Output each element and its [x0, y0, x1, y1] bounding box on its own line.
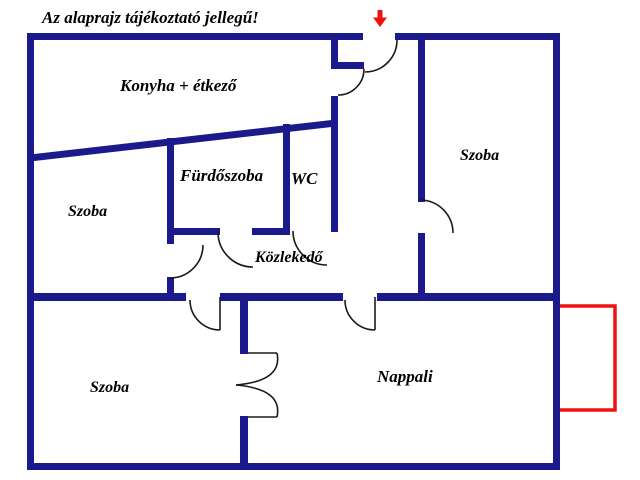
room-label-kozlekedo: Közlekedő — [255, 249, 323, 266]
room-label-wc: WC — [291, 169, 318, 188]
wall-segment — [170, 228, 220, 235]
wall-segment — [331, 62, 364, 69]
room-label-konyha-etkezo: Konyha + étkező — [120, 76, 237, 95]
door-arc-nappali — [344, 299, 376, 331]
door-arc-wc — [292, 230, 328, 266]
wall-segment — [331, 33, 338, 69]
wall-segment — [27, 463, 560, 470]
room-label-nappali: Nappali — [377, 367, 433, 386]
wall-segment — [167, 277, 174, 299]
double-door-arc — [235, 352, 279, 386]
wall-segment — [220, 293, 343, 301]
door-arc-kitchen — [337, 68, 365, 96]
double-door-arc — [235, 384, 279, 418]
room-label-szoba-right: Szoba — [460, 147, 500, 164]
walls — [27, 33, 560, 470]
doors — [169, 39, 454, 418]
plan-disclaimer-title: Az alaprajz tájékoztató jellegű! — [42, 8, 259, 27]
room-label-furdoszoba: Fürdőszoba — [180, 166, 264, 185]
wall-segment — [167, 138, 174, 244]
wall-segment — [418, 37, 425, 202]
room-label-szoba-bottom: Szoba — [90, 379, 130, 396]
wall-segment — [240, 300, 248, 354]
wall-segment — [418, 233, 425, 299]
door-arc-bathroom — [217, 231, 254, 268]
wall-segment — [27, 33, 34, 470]
wall-segment — [240, 416, 248, 466]
room-label-szoba-left: Szoba — [68, 203, 108, 220]
door-arc-entrance — [364, 39, 398, 73]
wall-segment — [283, 124, 290, 234]
door-arc-szoba-bottom — [189, 299, 221, 331]
down-arrow-icon — [373, 10, 387, 27]
wall-segment — [331, 96, 338, 232]
wall-segment — [27, 33, 363, 40]
wall-segment — [30, 293, 186, 301]
balcony-rect — [560, 304, 617, 412]
wall-segment — [553, 33, 560, 470]
wall-segment — [377, 293, 560, 301]
wall-segment-diagonal — [30, 119, 336, 162]
wall-segment — [395, 33, 560, 40]
wall-segment — [252, 228, 290, 235]
balcony-outline — [560, 304, 617, 412]
door-arc-szoba-left — [169, 244, 204, 279]
door-arc-szoba-right — [419, 199, 454, 234]
